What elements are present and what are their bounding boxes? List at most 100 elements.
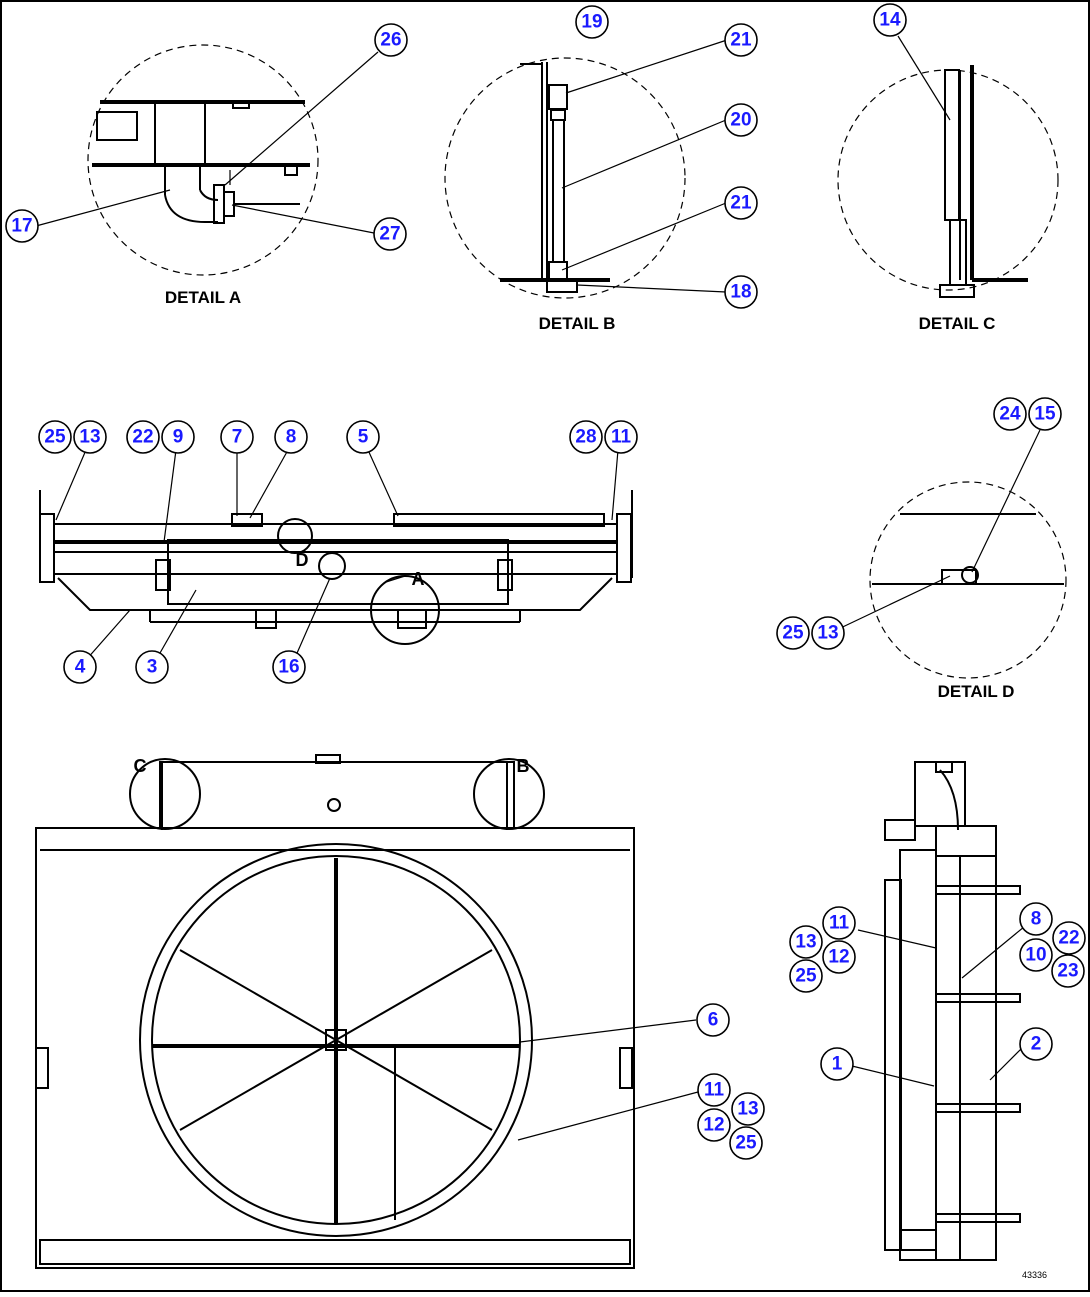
balloon — [822, 906, 856, 940]
balloon — [789, 925, 823, 959]
balloon — [724, 23, 758, 57]
balloon — [161, 420, 195, 454]
balloon-label: 22 — [132, 427, 153, 448]
balloon — [5, 209, 39, 243]
balloon-label: 1 — [832, 1054, 843, 1075]
balloon — [724, 186, 758, 220]
balloon — [1028, 397, 1062, 431]
balloon-label: 16 — [278, 657, 299, 678]
balloon-label: 25 — [735, 1133, 757, 1154]
detail-a — [35, 44, 379, 276]
detail-b — [444, 39, 728, 299]
figure-number: 43336 — [1022, 1270, 1047, 1280]
balloon — [63, 650, 97, 684]
detail-d — [829, 429, 1067, 679]
balloon-label: 13 — [795, 932, 816, 953]
front-view-tank — [159, 761, 515, 829]
balloon — [873, 3, 907, 37]
balloon-label: 23 — [1057, 961, 1078, 982]
balloon-label: 25 — [782, 623, 804, 644]
detail-c — [837, 35, 1059, 298]
balloon-label: 20 — [730, 110, 751, 131]
balloon-label: 7 — [232, 427, 243, 448]
front-view — [35, 754, 699, 1269]
balloon-label: 27 — [379, 224, 400, 245]
balloon-label: 17 — [11, 216, 32, 237]
detail-b-caption: DETAIL B — [539, 314, 616, 333]
balloon — [1019, 1027, 1053, 1061]
callout-balloons: 26 17 27 19 21 20 21 18 14 24 15 25 13 2… — [5, 3, 1086, 1160]
balloon — [1052, 921, 1086, 955]
balloon-label: 6 — [708, 1010, 719, 1031]
view-letter-a: A — [412, 569, 425, 589]
balloon — [820, 1047, 854, 1081]
balloon-label: 4 — [75, 657, 86, 678]
view-letter-b: B — [517, 756, 530, 776]
balloon-label: 8 — [1031, 909, 1042, 930]
detail-a-caption: DETAIL A — [165, 288, 241, 307]
balloon — [696, 1003, 730, 1037]
balloon-label: 26 — [380, 30, 401, 51]
balloon-label: 13 — [817, 623, 838, 644]
balloon-label: 21 — [730, 30, 752, 51]
balloon — [1051, 954, 1085, 988]
detail-a-circle — [87, 44, 319, 276]
balloon — [126, 420, 160, 454]
balloon — [724, 275, 758, 309]
balloon-label: 22 — [1058, 928, 1079, 949]
balloon — [373, 217, 407, 251]
balloon-label: 24 — [999, 404, 1021, 425]
balloon-label: 9 — [173, 427, 184, 448]
balloon — [135, 650, 169, 684]
balloon-label: 3 — [147, 657, 158, 678]
balloon-label: 8 — [286, 427, 297, 448]
balloon-label: 18 — [730, 282, 751, 303]
balloon — [1019, 938, 1053, 972]
balloon-label: 25 — [44, 427, 66, 448]
balloon — [274, 420, 308, 454]
balloon — [569, 420, 603, 454]
balloon-label: 19 — [581, 12, 602, 33]
detail-b-circle — [444, 57, 686, 299]
balloon — [993, 397, 1027, 431]
balloon — [697, 1073, 731, 1107]
balloon-label: 5 — [358, 427, 369, 448]
balloon-label: 21 — [730, 193, 752, 214]
balloon-label: 11 — [829, 913, 850, 934]
balloon-label: 2 — [1031, 1034, 1042, 1055]
balloon-label: 11 — [611, 427, 632, 448]
balloon — [272, 650, 306, 684]
balloon-label: 12 — [828, 947, 849, 968]
balloon-label: 10 — [1025, 945, 1046, 966]
detail-d-caption: DETAIL D — [938, 682, 1015, 701]
balloon — [575, 5, 609, 39]
balloon — [729, 1126, 763, 1160]
balloon — [1019, 902, 1053, 936]
top-view-tank — [167, 539, 509, 605]
balloon-label: 13 — [79, 427, 100, 448]
view-letter-c: C — [134, 756, 147, 776]
balloon — [776, 616, 810, 650]
side-view — [851, 761, 1031, 1261]
balloon-label: 13 — [737, 1099, 758, 1120]
balloon — [731, 1092, 765, 1126]
detail-d-circle — [869, 481, 1067, 679]
detail-c-circle — [837, 69, 1059, 291]
balloon — [220, 420, 254, 454]
balloon — [604, 420, 638, 454]
balloon-label: 15 — [1034, 404, 1056, 425]
balloon — [374, 23, 408, 57]
balloon-label: 11 — [704, 1080, 725, 1101]
balloon — [789, 959, 823, 993]
top-view — [39, 449, 633, 661]
balloon-label: 14 — [879, 10, 901, 31]
balloon — [346, 420, 380, 454]
balloon-label: 12 — [703, 1115, 724, 1136]
balloon — [822, 940, 856, 974]
balloon-label: 28 — [575, 427, 596, 448]
balloon-label: 25 — [795, 966, 817, 987]
balloon — [724, 103, 758, 137]
